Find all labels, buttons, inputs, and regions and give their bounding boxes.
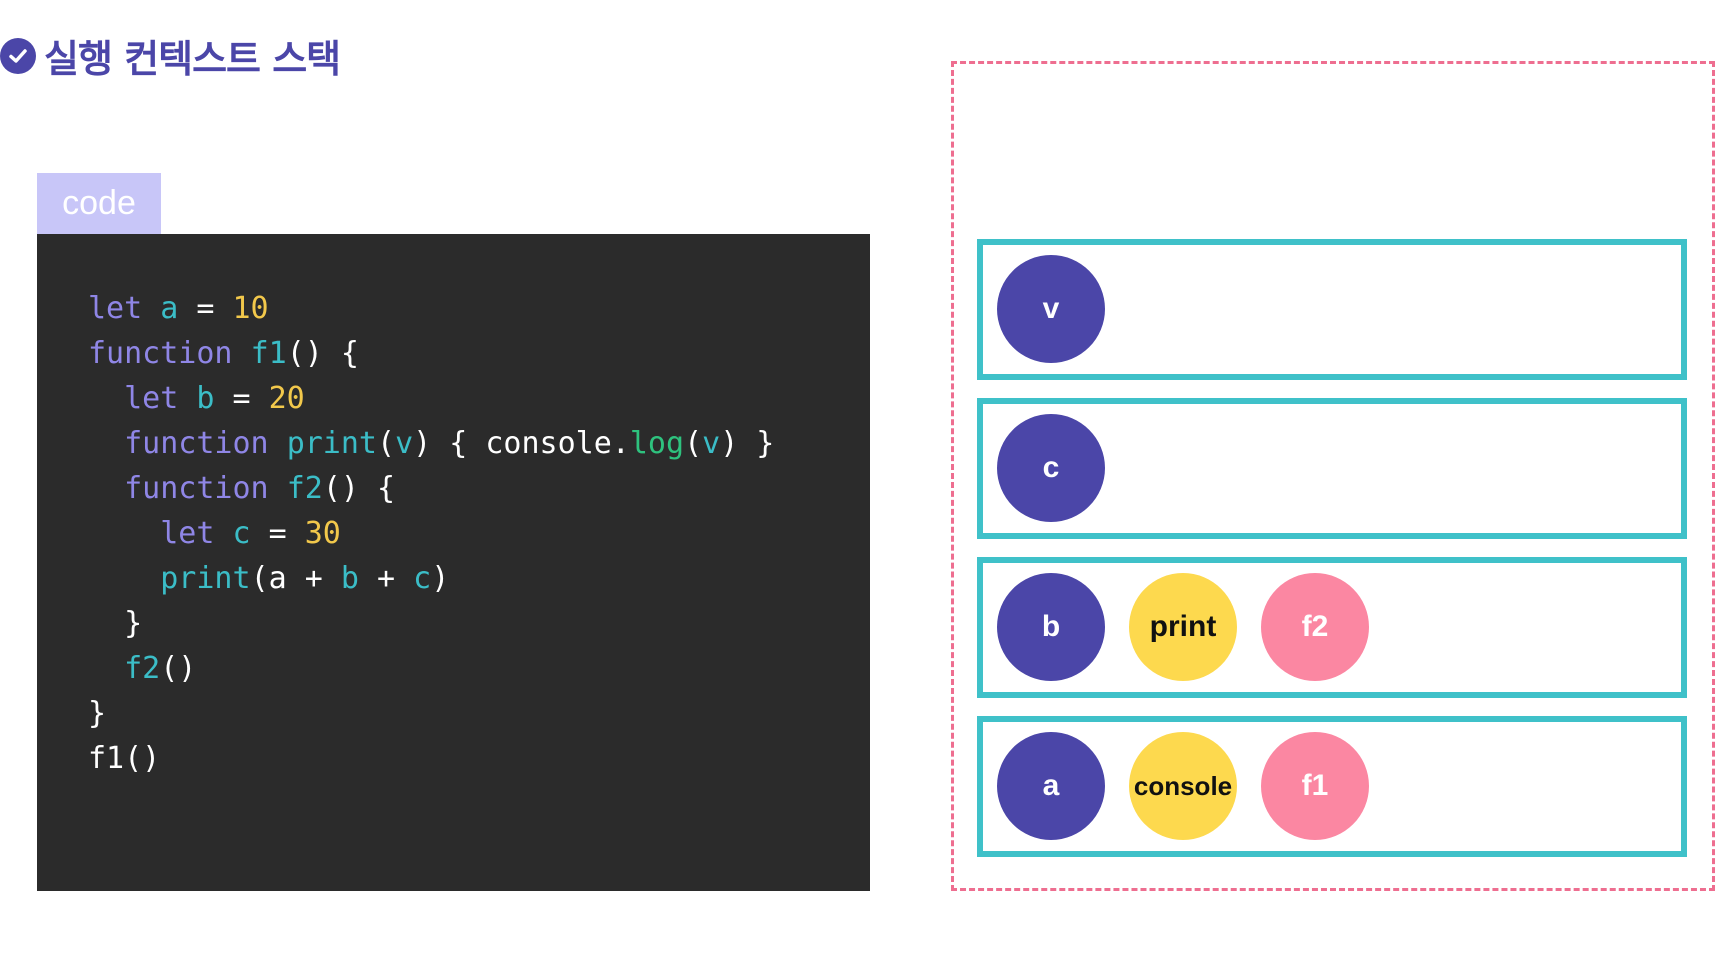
code-line: let b = 20 (88, 376, 774, 421)
code-line: function f1() { (88, 331, 774, 376)
frame-f2: c (977, 398, 1687, 539)
code-token: 30 (304, 516, 341, 551)
code-line: } (88, 691, 774, 736)
frame-print: v (977, 239, 1687, 380)
code-token: c (232, 516, 251, 551)
code-token (88, 651, 124, 686)
code-token: ) { console. (413, 426, 630, 461)
code-token: () { (322, 471, 396, 506)
code-token: ) (431, 561, 450, 596)
code-token: () { (286, 336, 359, 371)
code-token: v (702, 426, 721, 461)
code-token: } (88, 696, 107, 731)
code-line: let c = 30 (88, 511, 774, 556)
code-token: b (340, 561, 359, 596)
code-token: 20 (268, 381, 305, 416)
code-token: + (358, 561, 414, 596)
code-token: function (88, 471, 287, 506)
stack-item-b: b (997, 573, 1105, 681)
code-token: = (250, 516, 305, 551)
check-circle-icon (0, 37, 36, 74)
code-token: 10 (232, 291, 269, 326)
code-token: c (413, 561, 432, 596)
code-token (88, 561, 160, 596)
code-token: } (88, 606, 143, 641)
code-token: (a + (250, 561, 341, 596)
execution-context-stack (951, 61, 1715, 891)
code-line: function print(v) { console.log(v) } (88, 421, 774, 466)
code-token: b (196, 381, 215, 416)
stack-item-console: console (1129, 732, 1237, 840)
code-token: ( (684, 426, 703, 461)
code-line: f2() (88, 646, 774, 691)
code-token: v (395, 426, 414, 461)
stack-item-print: print (1129, 573, 1237, 681)
code-token: function (88, 426, 287, 461)
code-token: f2 (286, 471, 323, 506)
code-token: f1 (250, 336, 287, 371)
stack-item-a: a (997, 732, 1105, 840)
code-token: let (88, 291, 161, 326)
stack-item-f1: f1 (1261, 732, 1369, 840)
code-token: print (160, 561, 251, 596)
code-token: a (160, 291, 179, 326)
code-line: let a = 10 (88, 286, 774, 331)
code-token: ) } (720, 426, 775, 461)
code-token: ( (377, 426, 396, 461)
code-token: f2 (124, 651, 161, 686)
page-title: 실행 컨텍스트 스택 (0, 28, 341, 83)
stack-item-c: c (997, 414, 1105, 522)
code-tab-label: code (37, 173, 161, 234)
code-line: print(a + b + c) (88, 556, 774, 601)
code-token: function (88, 336, 251, 371)
code-token: = (178, 291, 233, 326)
code-line: f1() (88, 736, 774, 781)
code-line: } (88, 601, 774, 646)
code-token: = (214, 381, 269, 416)
code-token: print (286, 426, 377, 461)
code-token: f1() (88, 741, 161, 776)
code-token: log (629, 426, 685, 461)
code-token: let (88, 516, 233, 551)
code-line: function f2() { (88, 466, 774, 511)
title-text: 실행 컨텍스트 스택 (44, 37, 341, 81)
code-token: let (88, 381, 197, 416)
stack-item-f2: f2 (1261, 573, 1369, 681)
stack-item-v: v (997, 255, 1105, 363)
code-token: () (160, 651, 197, 686)
